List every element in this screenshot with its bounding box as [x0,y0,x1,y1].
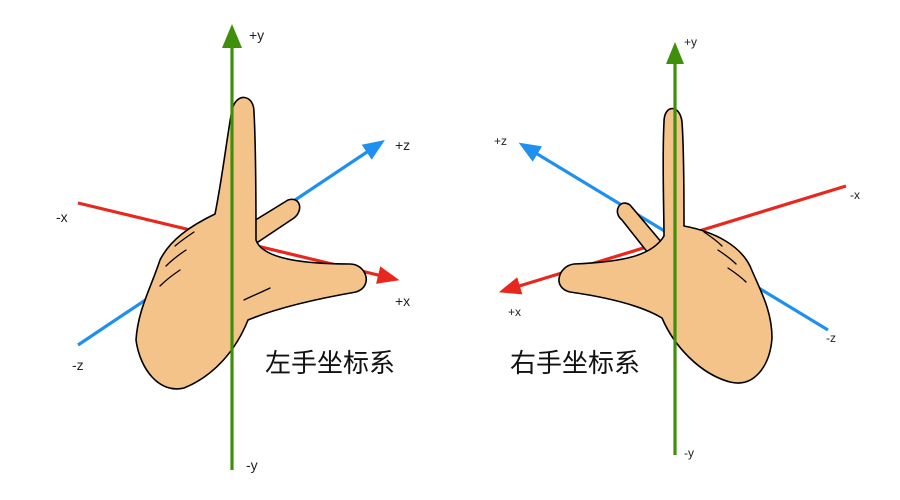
left-hand-icon [135,96,368,390]
left-label-plus-z: +z [395,137,410,153]
left-label-plus-x: +x [395,293,410,309]
left-label-plus-y: +y [249,27,264,43]
right-label-minus-x: -x [850,188,860,202]
right-label-plus-x: +x [508,305,521,319]
right-label-plus-y: +y [684,35,697,49]
left-label-minus-x: -x [56,209,68,225]
right-label-minus-z: -z [826,331,836,345]
right-label-plus-z: +z [494,134,507,148]
left-y-arrow-icon [222,24,242,48]
right-caption: 右手坐标系 [510,349,640,379]
left-caption: 左手坐标系 [265,349,395,379]
right-label-minus-y: -y [684,446,694,460]
left-label-minus-y: -y [246,457,258,473]
left-label-minus-z: -z [72,357,84,373]
left-hand-system: +y -y +z -z -x +x 左手坐标系 [56,24,410,473]
right-hand-icon [558,107,773,384]
right-hand-system: +y -y +z -z -x +x 右手坐标系 [494,35,860,460]
right-y-arrow-icon [666,42,684,64]
